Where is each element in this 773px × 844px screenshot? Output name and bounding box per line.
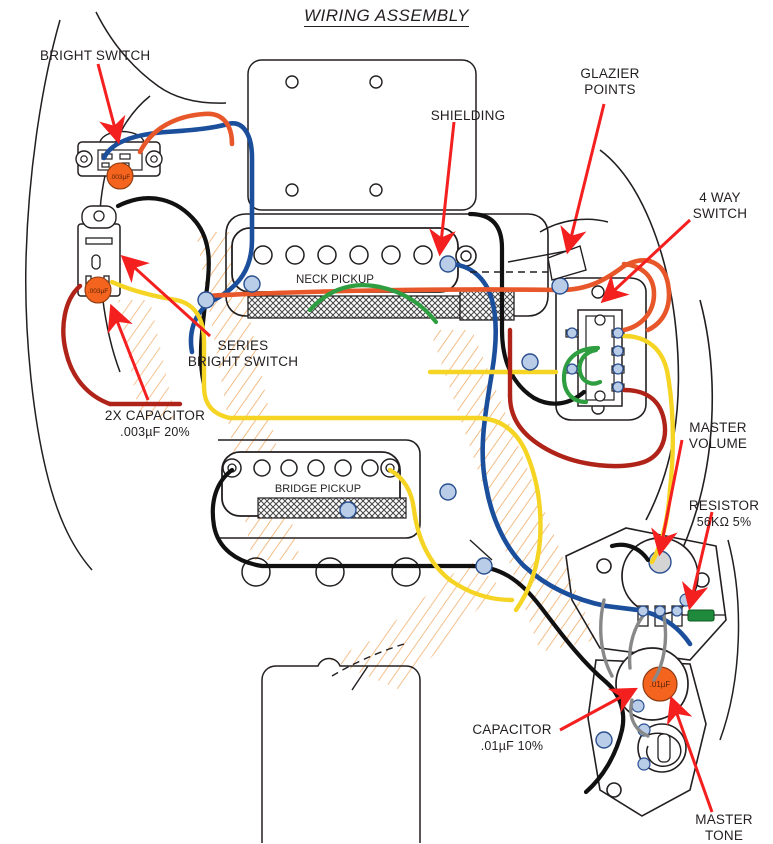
series-switch-cap-value: .003µF: [88, 288, 108, 295]
label-master-tone-line1: MASTER: [695, 812, 753, 827]
label-resistor-line2: 56KΩ 5%: [696, 515, 752, 529]
solder-points: [197, 255, 683, 749]
bridge-pickup-label: BRIDGE PICKUP: [275, 483, 361, 495]
arrow-master-tone: [666, 695, 714, 813]
label-4way-switch-line2: SWITCH: [692, 206, 748, 221]
series-bright-switch-component: .003µF: [77, 205, 121, 304]
master-tone-pot: .01µF: [615, 647, 689, 721]
label-series-bright-switch-line2: BRIGHT SWITCH: [187, 354, 299, 369]
body-lower-outline: [241, 557, 421, 843]
label-capacitor-line1: CAPACITOR: [472, 722, 552, 737]
wire-red-group: [61, 283, 668, 469]
tone-cap-value: .01µF: [650, 680, 671, 689]
label-2x-capacitor-line1: 2X CAPACITOR: [104, 408, 206, 423]
wire-green-group: [307, 283, 603, 405]
arrow-shielding: [428, 121, 456, 257]
neck-pickup: NECK PICKUP: [231, 227, 515, 321]
label-2x-capacitor-line2: .003µF 20%: [120, 425, 190, 439]
callout-arrows: [96, 63, 714, 813]
arrow-4way-switch: [600, 218, 692, 304]
label-glazier-points-line1: GLAZIER: [580, 66, 640, 81]
label-bright-switch: BRIGHT SWITCH: [40, 48, 151, 63]
wire-blue-group: [101, 121, 693, 647]
wire-yellow-group: [109, 279, 675, 613]
label-series-bright-switch-line1: SERIES: [217, 338, 269, 353]
label-master-volume-line1: MASTER: [689, 420, 747, 435]
label-master-volume-line2: VOLUME: [688, 436, 748, 451]
bright-switch-cap-value: .003µF: [110, 174, 130, 181]
label-4way-switch-line1: 4 WAY: [699, 190, 741, 205]
control-plate: [565, 527, 727, 817]
page-title: WIRING ASSEMBLY: [304, 6, 469, 27]
neck-pocket-plate: [247, 59, 477, 211]
arrow-resistor: [681, 511, 714, 611]
neck-pickup-label: NECK PICKUP: [296, 274, 374, 286]
wire-orange-group: [137, 111, 672, 333]
label-shielding: SHIELDING: [430, 108, 506, 123]
arrow-glazier-points: [560, 103, 606, 255]
arrow-bright-switch: [96, 63, 126, 145]
arrow-master-volume: [651, 439, 684, 557]
arrow-series-bright-switch: [120, 254, 212, 338]
resistor-body: [687, 609, 715, 622]
pickguard-plate: [225, 213, 549, 317]
label-resistor-line1: RESISTOR: [688, 498, 760, 513]
arrow-capacitor: [559, 687, 638, 732]
wire-white-group: [599, 598, 668, 738]
arrow-2x-capacitor: [107, 303, 150, 401]
output-jack: [637, 723, 687, 773]
label-capacitor-line2: .01µF 10%: [480, 739, 544, 753]
label-glazier-points-line2: POINTS: [584, 82, 636, 97]
guitar-body-outline: [25, 11, 227, 571]
label-master-tone-line2: TONE: [704, 828, 744, 843]
glazier-points-marks: [331, 245, 587, 691]
body-right-edge: [539, 218, 740, 741]
